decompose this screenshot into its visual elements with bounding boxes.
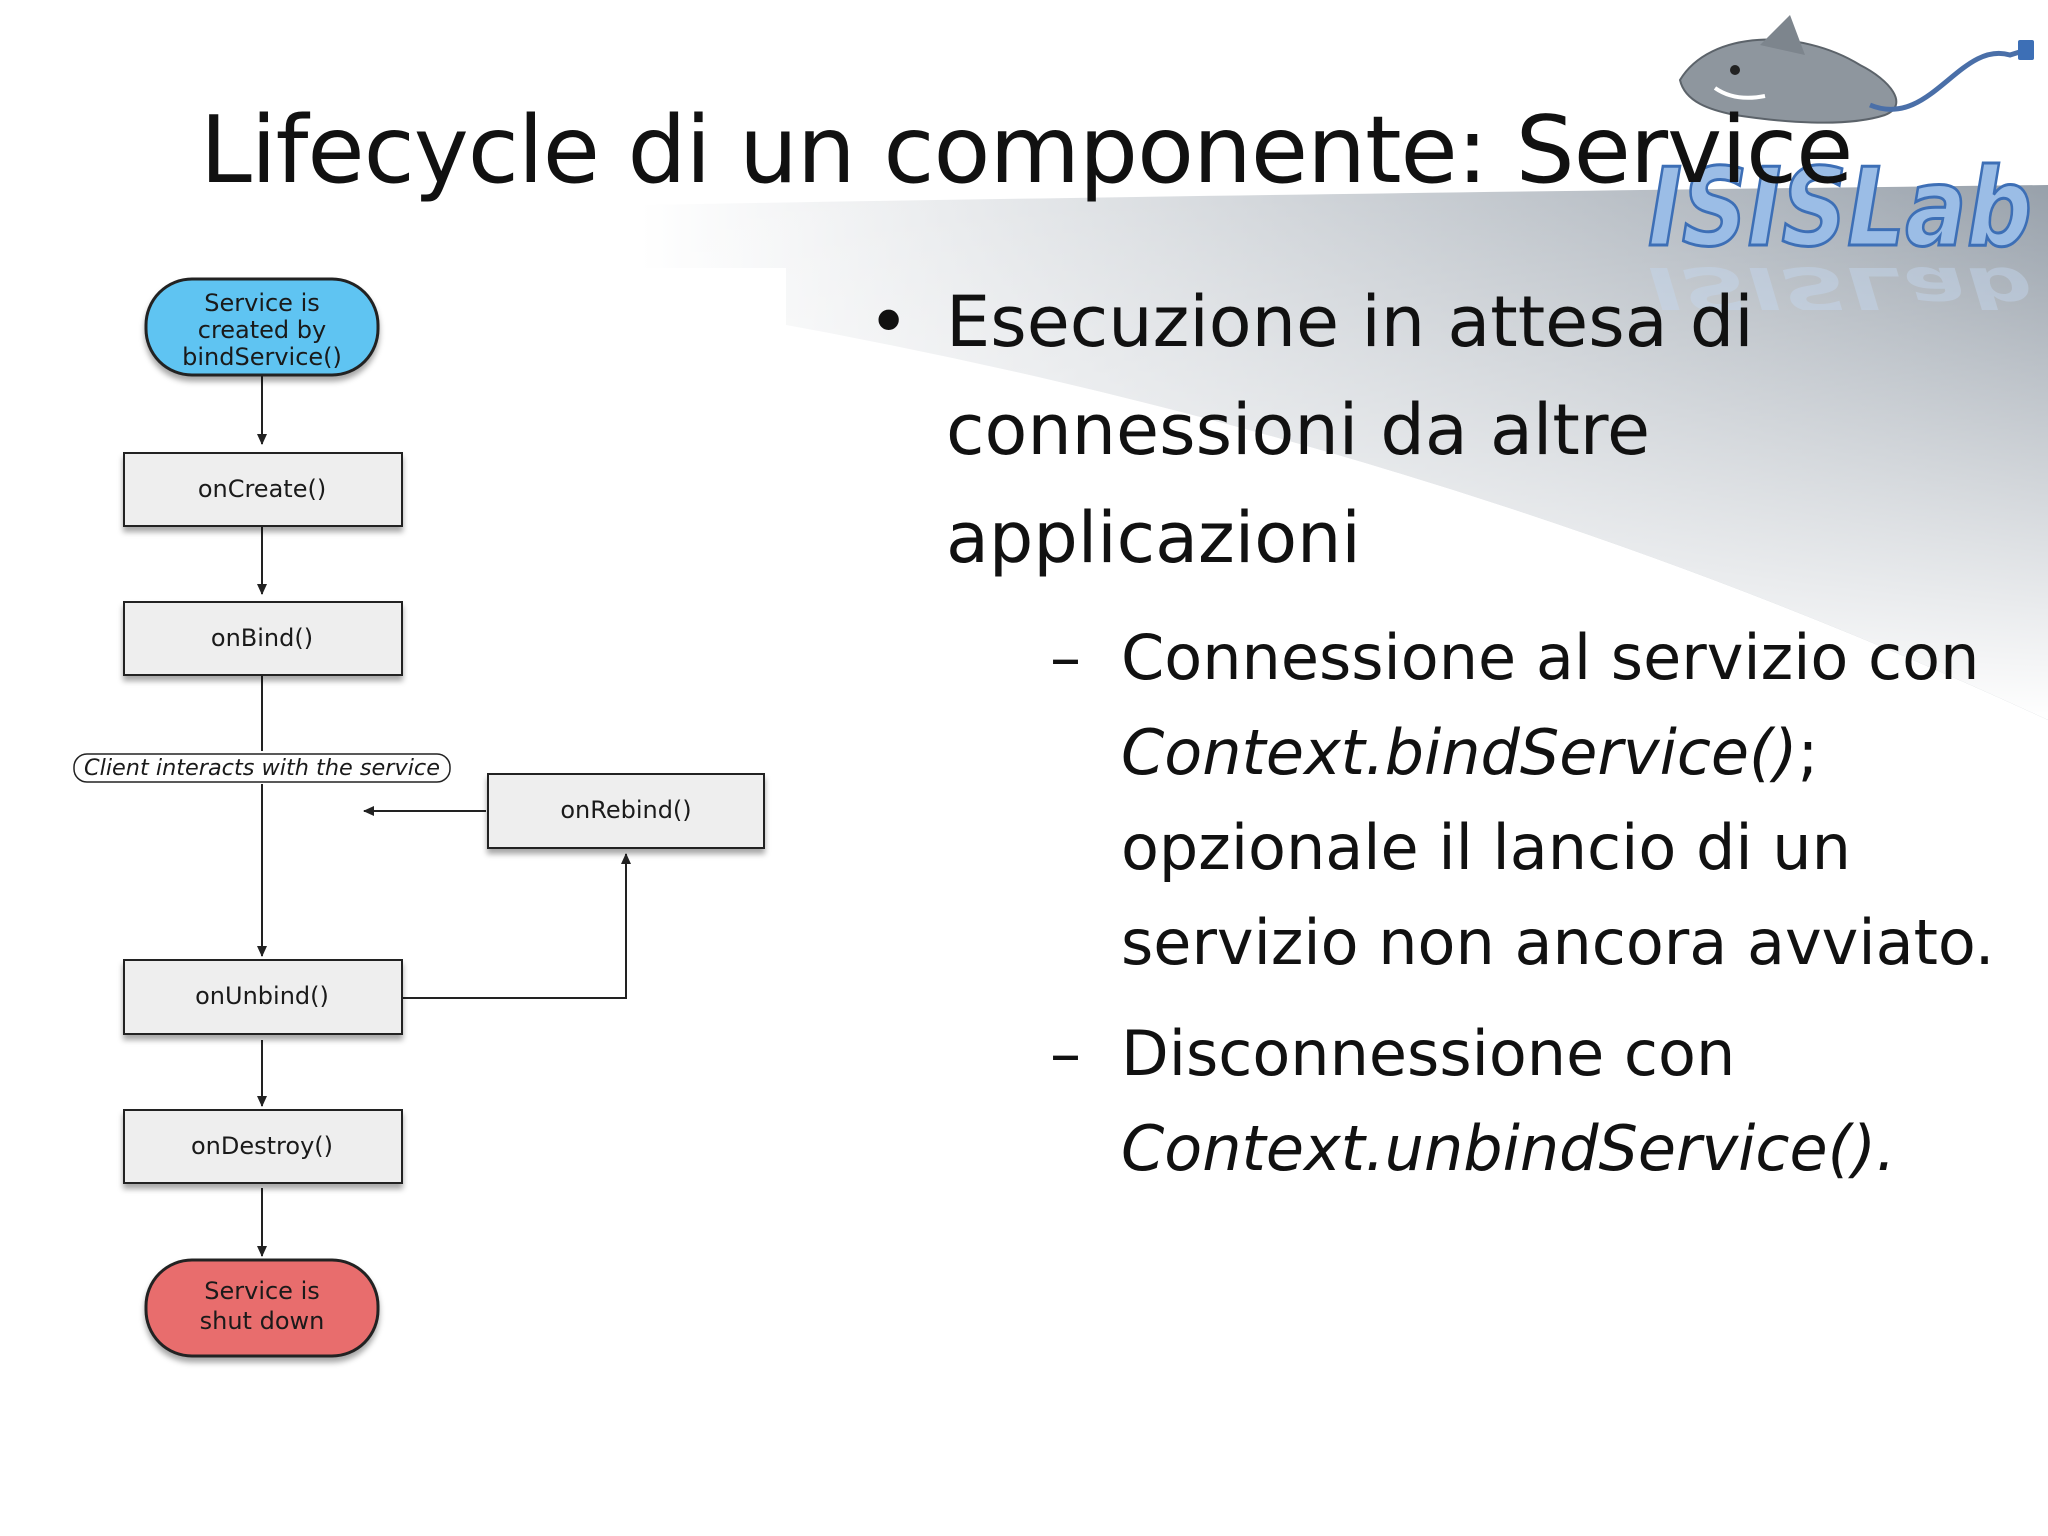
node-service-created-line-3: bindService() [182, 343, 342, 371]
slide-title: Lifecycle di un componente: Service [200, 96, 1853, 204]
node-ondestroy: onDestroy() [123, 1109, 403, 1184]
node-onunbind: onUnbind() [123, 959, 403, 1035]
sub-bullet-connection: – Connessione al servizio con Context.bi… [946, 610, 2010, 990]
sub-bullet-connection-tail: ; opzionale il lancio di un servizio non… [1121, 716, 1995, 979]
cable-icon [1869, 47, 2027, 112]
node-service-shut-down-line-2: shut down [200, 1307, 325, 1335]
isislab-logo: ISISLab ISISLab [1647, 15, 2034, 310]
node-ondestroy-label: onDestroy() [191, 1132, 333, 1160]
sub-bullet-list: – Connessione al servizio con Context.bi… [946, 610, 2010, 1196]
code-unbind-service: Context.unbindService(). [1121, 1112, 1896, 1185]
logo-reflection: ISISLab [1648, 253, 2032, 310]
arrow-onunbind-to-onrebind [370, 853, 631, 999]
main-bullet: • Esecuzione in attesa di connessioni da… [860, 268, 2010, 1196]
node-onrebind: onRebind() [487, 773, 765, 849]
node-service-created: Service is created by bindService() [144, 277, 380, 377]
service-lifecycle-diagram: Service is created by bindService() onCr… [73, 277, 765, 1358]
bullet-marker: • [868, 281, 910, 363]
node-onbind: onBind() [123, 601, 403, 676]
node-oncreate-label: onCreate() [198, 475, 326, 503]
node-onrebind-label: onRebind() [560, 796, 691, 824]
node-service-shut-down: Service is shut down [144, 1258, 380, 1358]
logo-text: ISISLab [1648, 146, 2032, 271]
node-service-created-line-1: Service is [204, 289, 320, 317]
sub-bullet-disconnection: – Disconnessione con Context.unbindServi… [946, 1006, 2010, 1196]
sub-bullet-disconnection-text: Disconnessione con [1121, 1017, 1736, 1090]
node-onbind-label: onBind() [211, 624, 313, 652]
sub-bullet-marker: – [1050, 621, 1081, 694]
node-oncreate: onCreate() [123, 452, 403, 527]
note-client-interacts-label: Client interacts with the service [84, 756, 440, 781]
node-onunbind-label: onUnbind() [195, 982, 329, 1010]
shark-icon [1678, 15, 1898, 124]
code-bind-service: Context.bindService() [1121, 716, 1798, 789]
sub-bullet-connection-text: Connessione al servizio con [1121, 621, 1980, 694]
node-service-created-line-2: created by [198, 316, 326, 344]
note-client-interacts: Client interacts with the service [73, 753, 451, 783]
slide-content: • Esecuzione in attesa di connessioni da… [860, 268, 2010, 1212]
main-bullet-text: Esecuzione in attesa di connessioni da a… [946, 281, 1754, 579]
sub-bullet-marker: – [1050, 1017, 1081, 1090]
node-service-shut-down-line-1: Service is [204, 1277, 320, 1305]
